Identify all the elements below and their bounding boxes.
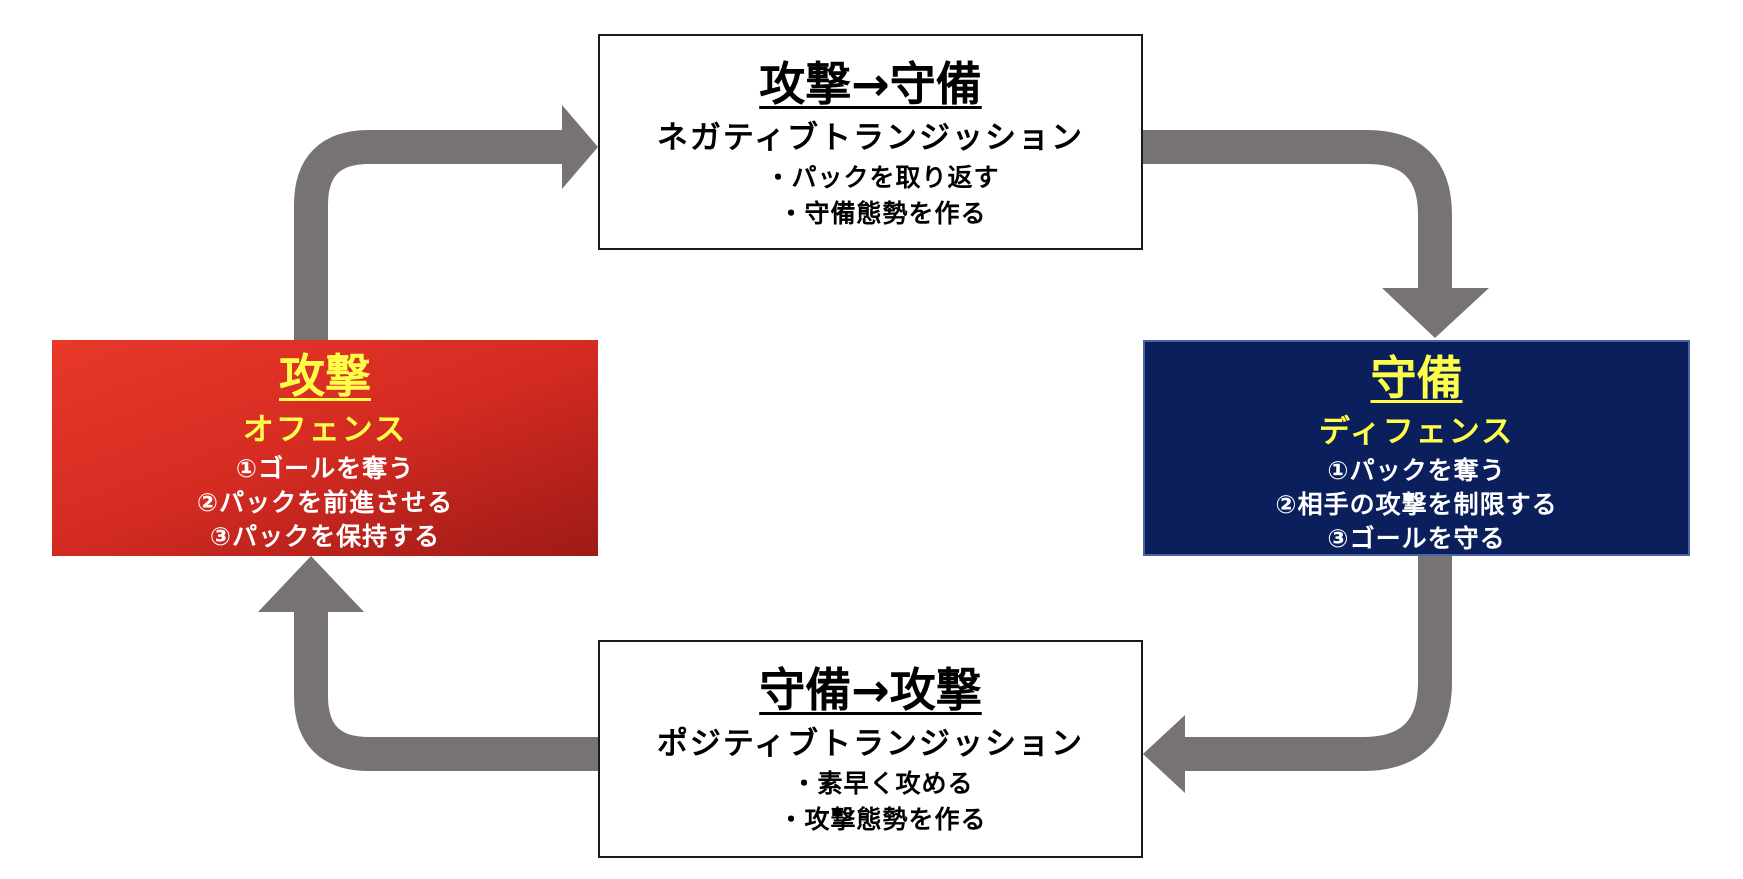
arrow-head bbox=[1382, 288, 1489, 338]
offense-item: ①ゴールを奪う bbox=[235, 454, 415, 483]
positive-transition-box: 守備→攻撃 ポジティブトランジッション ・素早く攻める ・攻撃態勢を作る bbox=[598, 640, 1143, 858]
positive-transition-title: 守備→攻撃 bbox=[759, 663, 982, 717]
arrow-positive-to-offense bbox=[258, 556, 598, 771]
negative-transition-item: ・守備態勢を作る bbox=[778, 199, 987, 228]
offense-subtitle: オフェンス bbox=[242, 412, 408, 448]
arrow-defense-to-positive bbox=[1143, 556, 1452, 793]
arrow-shaft bbox=[1180, 556, 1452, 771]
offense-item: ③パックを保持する bbox=[209, 522, 441, 551]
offense-box: 攻撃 オフェンス ①ゴールを奪う ②パックを前進させる ③パックを保持する bbox=[52, 340, 598, 556]
defense-item: ①パックを奪う bbox=[1327, 456, 1506, 485]
arrow-negative-to-defense bbox=[1143, 130, 1489, 338]
positive-transition-item: ・攻撃態勢を作る bbox=[778, 805, 987, 834]
defense-item: ③ゴールを守る bbox=[1327, 524, 1506, 553]
negative-transition-title: 攻撃→守備 bbox=[759, 57, 982, 111]
defense-box: 守備 ディフェンス ①パックを奪う ②相手の攻撃を制限する ③ゴールを守る bbox=[1143, 340, 1690, 556]
defense-subtitle: ディフェンス bbox=[1318, 414, 1515, 450]
arrow-shaft bbox=[1143, 130, 1452, 296]
negative-transition-item: ・パックを取り返す bbox=[765, 163, 1000, 192]
arrow-shaft bbox=[294, 130, 565, 340]
positive-transition-subtitle: ポジティブトランジッション bbox=[656, 726, 1085, 762]
arrow-head bbox=[258, 556, 364, 612]
defense-item: ②相手の攻撃を制限する bbox=[1275, 490, 1558, 519]
arrow-head bbox=[562, 105, 598, 189]
offense-title: 攻撃 bbox=[279, 349, 371, 403]
negative-transition-subtitle: ネガティブトランジッション bbox=[656, 120, 1085, 156]
positive-transition-item: ・素早く攻める bbox=[791, 769, 974, 798]
offense-item: ②パックを前進させる bbox=[196, 488, 454, 517]
defense-title: 守備 bbox=[1370, 351, 1463, 405]
arrow-shaft bbox=[294, 605, 598, 771]
negative-transition-box: 攻撃→守備 ネガティブトランジッション ・パックを取り返す ・守備態勢を作る bbox=[598, 34, 1143, 250]
arrow-offense-to-negative bbox=[294, 105, 598, 340]
arrow-head bbox=[1143, 715, 1185, 793]
